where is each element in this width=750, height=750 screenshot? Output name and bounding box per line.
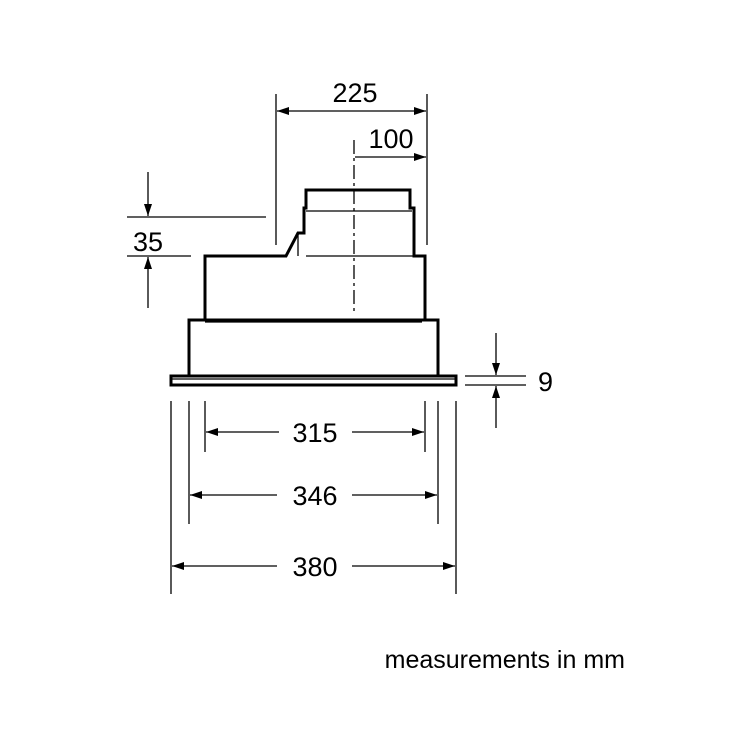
label-35: 35 <box>133 227 163 257</box>
dimension-225: 225 <box>275 78 428 245</box>
upper-body <box>203 188 427 322</box>
label-225: 225 <box>332 78 377 108</box>
units-note: measurements in mm <box>385 646 625 674</box>
lower-body <box>187 318 440 376</box>
dimension-315: 315 <box>206 418 424 448</box>
label-9: 9 <box>538 367 553 397</box>
dimension-346: 346 <box>190 481 437 511</box>
dimension-9: 9 <box>465 333 553 428</box>
bottom-extension-lines <box>170 401 457 594</box>
dimension-380: 380 <box>172 552 455 582</box>
appliance-outline <box>169 140 458 387</box>
flange-plate <box>169 374 458 387</box>
label-100: 100 <box>368 124 413 154</box>
dimension-100: 100 <box>355 124 426 161</box>
dimension-35: 35 <box>127 172 266 308</box>
label-315: 315 <box>292 418 337 448</box>
label-380: 380 <box>292 552 337 582</box>
label-346: 346 <box>292 481 337 511</box>
